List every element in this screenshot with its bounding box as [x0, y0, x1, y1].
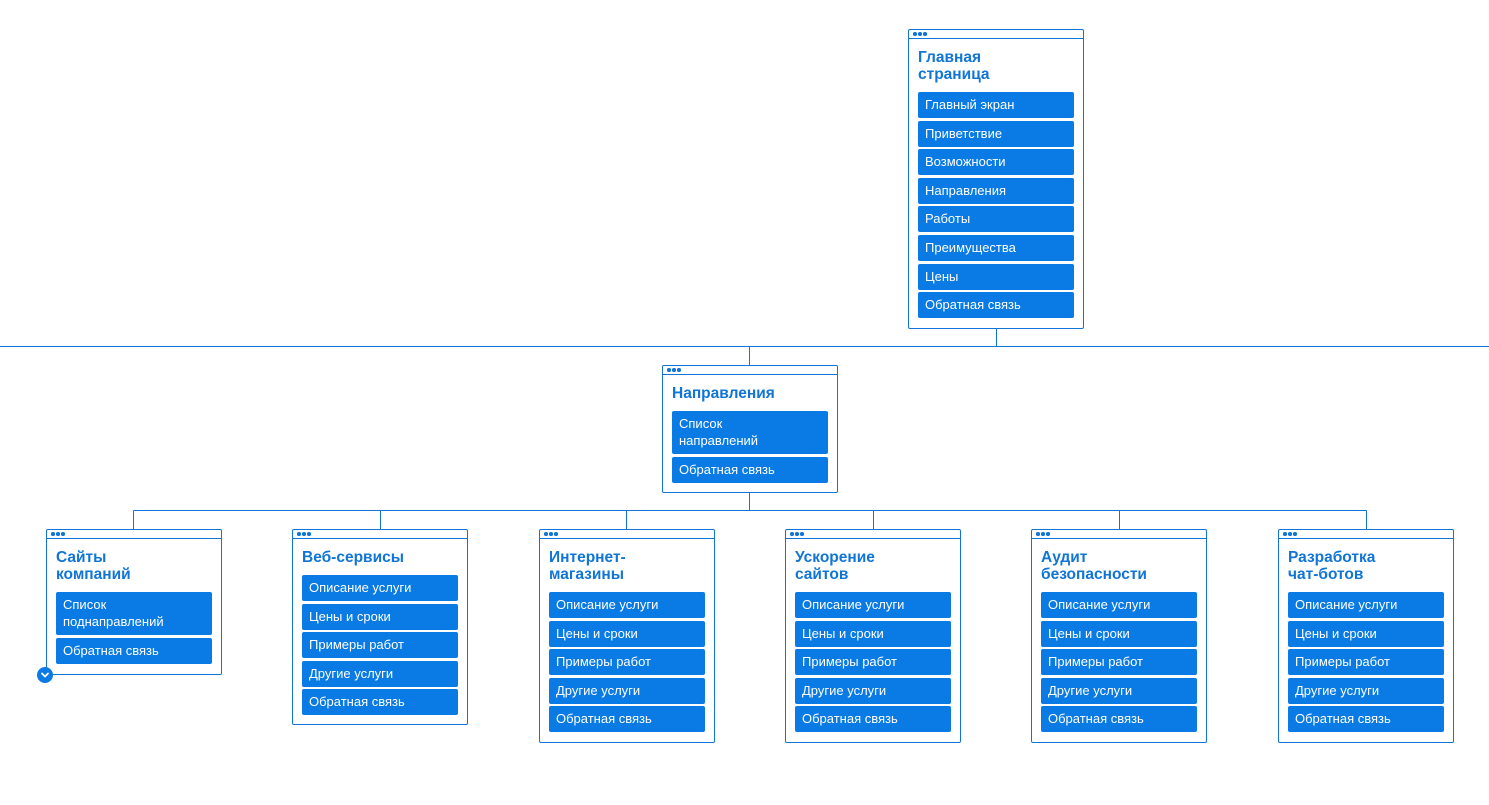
- section-list: Список поднаправлений Обратная связь: [47, 592, 221, 664]
- section-item: Цены: [918, 263, 1074, 290]
- section-item: Другие услуги: [795, 677, 951, 704]
- section-item: Главный экран: [918, 92, 1074, 118]
- section-item: Примеры работ: [549, 649, 705, 676]
- section-item: Другие услуги: [302, 660, 458, 687]
- window-dots-icon: [913, 32, 927, 36]
- window-dots-icon: [667, 368, 681, 372]
- section-list: Описание услуги Цены и сроки Примеры раб…: [1279, 592, 1453, 733]
- window-bar: [1279, 530, 1453, 539]
- section-item: Другие услуги: [1041, 677, 1197, 704]
- window-dots-icon: [790, 532, 804, 536]
- section-list: Описание услуги Цены и сроки Примеры раб…: [786, 592, 960, 733]
- window-bar: [663, 366, 837, 375]
- window-bar: [47, 530, 221, 539]
- section-item: Обратная связь: [1041, 706, 1197, 733]
- window-bar: [540, 530, 714, 539]
- section-item: Описание услуги: [1288, 592, 1444, 618]
- section-item: Обратная связь: [672, 456, 828, 483]
- section-item: Список поднаправлений: [56, 592, 212, 635]
- page-card-site-speedup: Ускорение сайтов Описание услуги Цены и …: [785, 529, 961, 743]
- window-dots-icon: [544, 532, 558, 536]
- window-dots-icon: [1283, 532, 1297, 536]
- section-list: Описание услуги Цены и сроки Примеры раб…: [1032, 592, 1206, 733]
- section-item: Работы: [918, 206, 1074, 233]
- section-item: Описание услуги: [302, 575, 458, 601]
- section-list: Главный экран Приветствие Возможности На…: [909, 92, 1083, 319]
- expand-toggle[interactable]: [37, 667, 53, 683]
- page-card-company-sites: Сайты компаний Список поднаправлений Обр…: [46, 529, 222, 675]
- page-title: Интернет- магазины: [549, 549, 626, 583]
- window-bar: [909, 30, 1083, 39]
- section-item: Возможности: [918, 149, 1074, 176]
- section-item: Примеры работ: [302, 632, 458, 659]
- page-card-home: Главная страница Главный экран Приветств…: [908, 29, 1084, 329]
- section-item: Цены и сроки: [302, 603, 458, 630]
- section-item: Цены и сроки: [1041, 620, 1197, 647]
- section-item: Направления: [918, 177, 1074, 204]
- section-item: Обратная связь: [1288, 706, 1444, 733]
- section-item: Описание услуги: [549, 592, 705, 618]
- section-item: Обратная связь: [549, 706, 705, 733]
- section-item: Приветствие: [918, 120, 1074, 147]
- window-bar: [786, 530, 960, 539]
- section-item: Описание услуги: [1041, 592, 1197, 618]
- section-item: Обратная связь: [918, 292, 1074, 319]
- window-dots-icon: [1036, 532, 1050, 536]
- section-item: Обратная связь: [795, 706, 951, 733]
- window-dots-icon: [297, 532, 311, 536]
- section-item: Описание услуги: [795, 592, 951, 618]
- page-title: Веб-сервисы: [302, 549, 404, 566]
- section-item: Примеры работ: [1288, 649, 1444, 676]
- section-item: Цены и сроки: [795, 620, 951, 647]
- page-title: Сайты компаний: [56, 549, 131, 583]
- section-list: Описание услуги Цены и сроки Примеры раб…: [293, 575, 467, 716]
- section-item: Примеры работ: [1041, 649, 1197, 676]
- page-title: Аудит безопасности: [1041, 549, 1147, 583]
- section-item: Обратная связь: [56, 637, 212, 664]
- section-item: Цены и сроки: [549, 620, 705, 647]
- page-card-online-stores: Интернет- магазины Описание услуги Цены …: [539, 529, 715, 743]
- section-item: Преимущества: [918, 234, 1074, 261]
- section-item: Цены и сроки: [1288, 620, 1444, 647]
- section-list: Список направлений Обратная связь: [663, 411, 837, 483]
- section-item: Другие услуги: [1288, 677, 1444, 704]
- page-title: Разработка чат-ботов: [1288, 549, 1376, 583]
- page-title: Направления: [672, 385, 775, 402]
- page-card-directions: Направления Список направлений Обратная …: [662, 365, 838, 493]
- page-card-security-audit: Аудит безопасности Описание услуги Цены …: [1031, 529, 1207, 743]
- section-item: Примеры работ: [795, 649, 951, 676]
- window-bar: [1032, 530, 1206, 539]
- page-title: Ускорение сайтов: [795, 549, 875, 583]
- chevron-down-icon: [41, 672, 49, 678]
- page-title: Главная страница: [918, 49, 990, 83]
- section-item: Обратная связь: [302, 689, 458, 716]
- page-card-web-services: Веб-сервисы Описание услуги Цены и сроки…: [292, 529, 468, 725]
- window-dots-icon: [51, 532, 65, 536]
- section-item: Список направлений: [672, 411, 828, 454]
- section-item: Другие услуги: [549, 677, 705, 704]
- window-bar: [293, 530, 467, 539]
- section-list: Описание услуги Цены и сроки Примеры раб…: [540, 592, 714, 733]
- page-card-chatbots: Разработка чат-ботов Описание услуги Цен…: [1278, 529, 1454, 743]
